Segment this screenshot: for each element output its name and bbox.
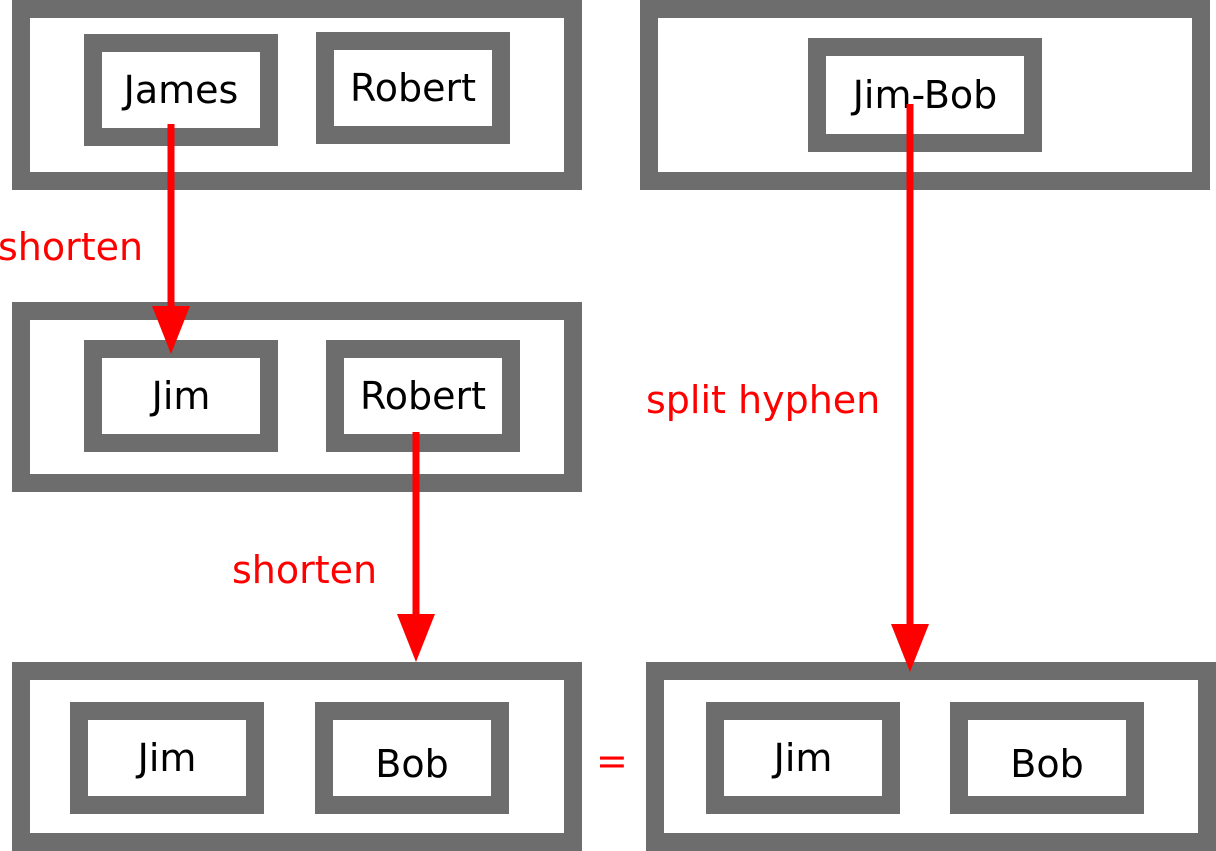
token-jim-result-right-text: Jim — [773, 736, 833, 780]
token-jim-bob-text: Jim-Bob — [852, 73, 998, 117]
token-robert: Robert — [316, 32, 510, 144]
token-jim-step-one-text: Jim — [151, 374, 211, 418]
split-hyphen-label: split hyphen — [646, 378, 881, 422]
token-bob-result-right-text: Bob — [1010, 742, 1084, 786]
token-jim-result-left: Jim — [70, 702, 264, 814]
shorten-label-first: shorten — [0, 225, 144, 269]
token-james-text: James — [123, 68, 239, 112]
token-jim-result-left-text: Jim — [137, 736, 197, 780]
token-bob-result-right: Bob — [950, 702, 1144, 814]
token-robert-text: Robert — [350, 66, 476, 110]
token-jim-result-right: Jim — [706, 702, 900, 814]
token-jim-bob: Jim-Bob — [808, 38, 1042, 152]
token-bob-result-left: Bob — [315, 702, 509, 814]
shorten-label-second: shorten — [232, 548, 378, 592]
token-james: James — [84, 34, 278, 146]
token-robert-step-one-text: Robert — [360, 374, 486, 418]
token-robert-step-one: Robert — [326, 340, 520, 452]
equals-sign: = — [596, 739, 628, 783]
token-jim-step-one: Jim — [84, 340, 278, 452]
token-bob-result-left-text: Bob — [375, 742, 449, 786]
